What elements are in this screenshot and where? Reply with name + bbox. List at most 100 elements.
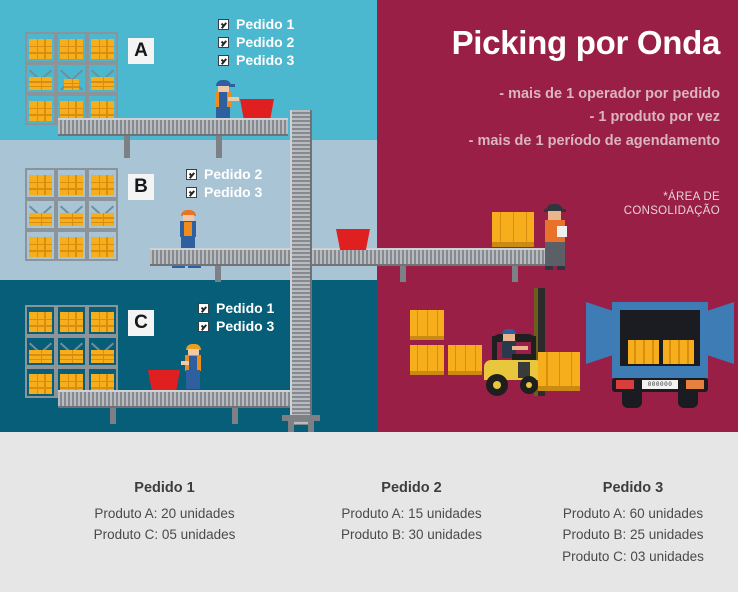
rack-cell	[25, 305, 56, 336]
conveyor-zone-b	[150, 248, 290, 266]
order-label: Pedido 2	[204, 166, 263, 182]
checkbox-icon[interactable]	[186, 186, 197, 198]
order-summary-line: Produto C: 03 unidades	[562, 548, 704, 564]
conveyor-leg	[308, 420, 314, 432]
forklift-driver	[502, 340, 516, 358]
pallet-stack-bottom-left	[410, 345, 444, 377]
rack-cell	[56, 336, 87, 367]
rack-cell	[25, 367, 56, 398]
rack-cell	[25, 63, 56, 94]
rack-zone-a	[25, 32, 118, 125]
order-summary-line: Produto C: 05 unidades	[93, 527, 236, 543]
pallet-stack-bottom-right	[448, 345, 482, 377]
order-summary-column-3: Pedido 3 Produto A: 60 unidades Produto …	[540, 480, 726, 567]
checkbox-icon[interactable]	[198, 302, 209, 314]
conveyor-leg	[400, 266, 406, 282]
order-summary-column-2: Pedido 2 Produto A: 15 unidades Produto …	[290, 480, 533, 546]
rack-zone-c	[25, 305, 118, 398]
conveyor-leg	[232, 408, 238, 424]
rack-cell	[25, 168, 56, 199]
consolidation-note-line-1: *ÁREA DE	[663, 191, 720, 203]
rack-zone-b	[25, 168, 118, 261]
order-summary-line: Produto A: 60 unidades	[562, 506, 704, 521]
truck-taillight-left	[616, 380, 634, 389]
worker-consolidation	[540, 204, 570, 270]
rack-row	[25, 32, 118, 63]
consolidation-area-note: *ÁREA DE CONSOLIDAÇÃO	[520, 190, 720, 219]
order-checkbox-row[interactable]: Pedido 1	[218, 16, 294, 32]
rack-cell	[87, 168, 118, 199]
checkbox-icon[interactable]	[218, 36, 229, 48]
main-vertical-conveyor	[290, 110, 312, 425]
checkbox-icon[interactable]	[218, 18, 229, 30]
consolidation-note-line-2: CONSOLIDAÇÃO	[623, 205, 720, 218]
checkbox-icon[interactable]	[198, 320, 209, 332]
order-checklist-zone-b: Pedido 2 Pedido 3	[186, 166, 262, 202]
rack-cell	[25, 94, 56, 125]
order-checkbox-row[interactable]: Pedido 2	[186, 166, 262, 182]
forklift-mast	[536, 288, 545, 396]
order-label: Pedido 1	[216, 300, 275, 316]
checkbox-icon[interactable]	[218, 54, 229, 66]
headline-bullets: - mais de 1 operador por pedido - 1 prod…	[400, 83, 720, 153]
conveyor-base	[282, 415, 320, 421]
truck-license-plate: 000000	[642, 380, 678, 389]
rack-cell	[87, 230, 118, 261]
rack-cell	[87, 199, 118, 230]
rack-cell	[87, 32, 118, 63]
conveyor-leg	[216, 136, 222, 158]
order-checkbox-row[interactable]: Pedido 3	[218, 52, 294, 68]
pallet-stack-top	[410, 310, 444, 342]
conveyor-leg	[288, 420, 294, 432]
rack-row	[25, 168, 118, 199]
order-summary-line: Produto A: 20 unidades	[94, 506, 235, 521]
rack-cell	[56, 199, 87, 230]
checkbox-icon[interactable]	[186, 168, 197, 180]
headline-block: Picking por Onda - mais de 1 operador po…	[400, 25, 721, 153]
pallet-consolidation	[492, 212, 534, 250]
order-summary-column-1: Pedido 1 Produto A: 20 unidades Produto …	[52, 480, 277, 546]
order-checklist-zone-a: Pedido 1 Pedido 2 Pedido 3	[218, 16, 294, 70]
order-label: Pedido 3	[236, 52, 295, 68]
orders-legend-background	[0, 432, 738, 592]
order-summary-line: Produto B: 30 unidades	[340, 527, 483, 543]
rack-cell	[87, 94, 118, 125]
truck-taillight-right	[686, 380, 704, 389]
picking-bin-consolidation	[336, 229, 370, 250]
rack-row	[25, 199, 118, 230]
rack-cell	[56, 32, 87, 63]
order-summary-title: Pedido 3	[602, 480, 664, 496]
order-summary-line: Produto A: 15 unidades	[341, 506, 482, 521]
order-checkbox-row[interactable]: Pedido 3	[186, 184, 262, 200]
rack-cell	[87, 336, 118, 367]
forklift	[472, 288, 572, 413]
conveyor-leg	[110, 408, 116, 424]
rack-cell	[56, 230, 87, 261]
worker-zone-a	[210, 80, 239, 125]
worker-zone-c	[180, 344, 206, 389]
conveyor-to-consolidation	[312, 248, 560, 266]
order-summary-line: Produto B: 25 unidades	[562, 527, 704, 543]
rack-cell	[25, 199, 56, 230]
rack-row	[25, 367, 118, 398]
order-label: Pedido 2	[236, 34, 295, 50]
order-label: Pedido 3	[216, 318, 275, 334]
order-checkbox-row[interactable]: Pedido 2	[218, 34, 294, 50]
rack-row	[25, 94, 118, 125]
order-checkbox-row[interactable]: Pedido 1	[198, 300, 274, 316]
rack-cell	[56, 168, 87, 199]
delivery-truck: 000000	[586, 300, 734, 408]
rack-row	[25, 63, 118, 94]
order-label: Pedido 1	[236, 16, 295, 32]
truck-door-right	[708, 302, 734, 364]
rack-row	[25, 305, 118, 336]
order-checkbox-row[interactable]: Pedido 3	[198, 318, 274, 334]
picking-bin-zone-c	[148, 370, 180, 391]
conveyor-leg	[512, 266, 518, 282]
rack-cell	[25, 336, 56, 367]
conveyor-leg	[124, 136, 130, 158]
rack-row	[25, 336, 118, 367]
truck-door-left	[586, 302, 612, 364]
rack-cell	[25, 32, 56, 63]
